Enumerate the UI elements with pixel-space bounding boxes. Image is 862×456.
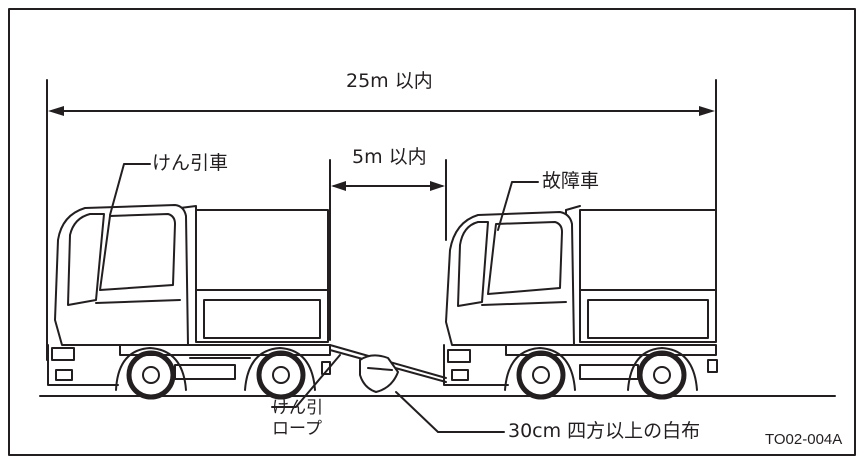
leader-tow-rope bbox=[271, 354, 341, 408]
white-cloth bbox=[359, 354, 399, 393]
gap-distance-label: 5m 以内 bbox=[352, 146, 427, 168]
white-cloth-label: 30cm 四方以上の白布 bbox=[508, 420, 701, 442]
towing-vehicle-label: けん引車 bbox=[152, 152, 229, 174]
leader-white-cloth bbox=[395, 391, 505, 433]
leader-towing-vehicle bbox=[109, 163, 151, 216]
tow-rope-label-line2: ロープ bbox=[272, 419, 322, 439]
tow-rope-label-line1: けん引 bbox=[272, 398, 323, 418]
reference-code: TO02-004A bbox=[765, 431, 843, 448]
diagram-border bbox=[8, 8, 856, 456]
total-distance-label: 25m 以内 bbox=[346, 70, 433, 92]
leader-disabled-vehicle bbox=[497, 181, 539, 231]
dimension-5m bbox=[329, 159, 447, 341]
towing-truck bbox=[47, 204, 331, 400]
disabled-truck bbox=[443, 205, 718, 400]
disabled-vehicle-label: 故障車 bbox=[542, 170, 600, 192]
